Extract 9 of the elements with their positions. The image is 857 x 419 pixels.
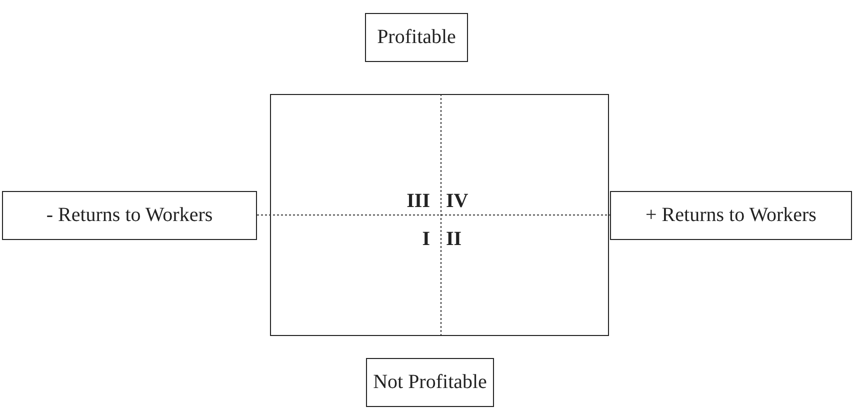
quadrant-label: I <box>422 228 430 250</box>
text-box: Not Profitable <box>366 358 494 407</box>
quadrant-label: IV <box>446 190 468 212</box>
text-box: + Returns to Workers <box>610 191 852 240</box>
text-box: Profitable <box>365 13 468 62</box>
quadrant-label: II <box>446 228 462 250</box>
quadrant-label: III <box>406 190 430 212</box>
text-box: - Returns to Workers <box>2 191 257 240</box>
axis-line <box>256 214 610 216</box>
